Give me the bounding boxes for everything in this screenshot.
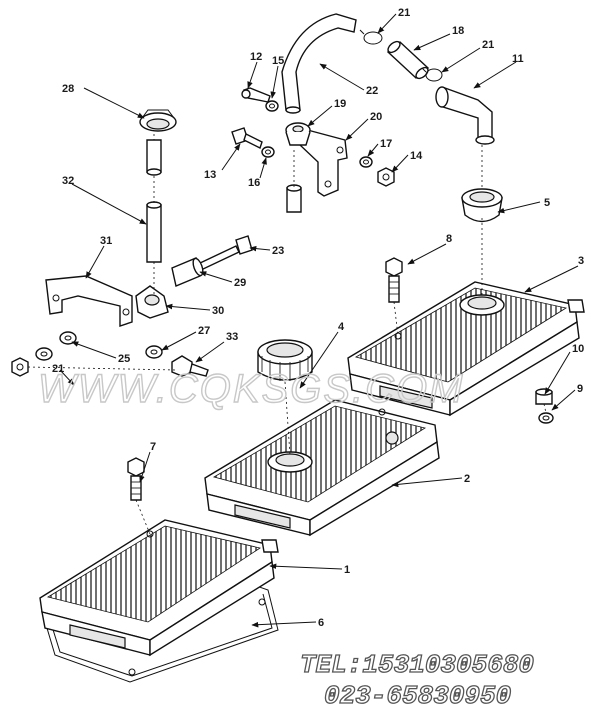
callout-label: 10 [572,343,584,355]
callout-label: 27 [198,325,210,337]
callout-label: 31 [100,235,112,247]
callout-label: 22 [366,85,378,97]
callout-leaders [59,13,579,628]
callout-label: 13 [204,169,216,181]
hose-clamp-upper [359,29,383,45]
callout-label: 3 [578,255,584,267]
washer-27 [145,345,163,359]
tube-clip [285,122,311,146]
callout-label: 11 [512,53,524,65]
callout-label: 28 [62,83,74,95]
callout-label: 21 [398,7,410,19]
hose-clamp-lower [421,67,443,82]
callout-label: 16 [248,177,260,189]
bent-hose [281,13,357,114]
valve-cover-middle [204,399,440,537]
clamp-30 [135,285,169,319]
oil-filler-cap [257,339,313,381]
callout-label: 4 [338,321,345,333]
callout-label: 20 [370,111,382,123]
bolt-7 [127,457,145,501]
callout-label: 6 [318,617,324,629]
callout-label: 14 [410,150,423,162]
nut-left [11,357,29,377]
tube-bracket [299,127,348,197]
callout-label: 21 [482,39,494,51]
washer-16 [261,146,275,158]
hose-32 [146,139,162,263]
washer-9 [538,412,554,424]
breather-elbow [435,86,495,145]
callout-label: 2 [464,473,470,485]
callout-label: 21 [52,363,64,375]
assembly-lines [27,134,547,535]
callout-label: 29 [234,277,246,289]
callout-label: 18 [452,25,464,37]
valve-cover-front [39,519,279,657]
callout-label: 32 [62,175,74,187]
bolt-12 [241,87,271,103]
callout-label: 12 [250,51,262,63]
washer-17 [359,156,373,168]
callout-label: 15 [272,55,284,67]
callout-label: 17 [380,138,392,150]
nut-14 [377,167,395,187]
callout-label: 23 [272,245,284,257]
grommet [461,188,503,223]
bolt-23 [197,235,253,271]
watermark: WWW.CQKSGS.COM [38,367,464,411]
callout-label: 9 [577,383,583,395]
spacer-29 [171,257,204,287]
breather-tube [386,40,430,80]
hose-clamp-28 [139,109,177,132]
bolt-33 [171,355,209,377]
callout-label: 5 [544,197,550,209]
contact-tel: TEL:15310305680 [300,650,534,680]
bracket-31 [45,275,133,327]
callout-label: 19 [334,98,346,110]
contact-phone: 023-65830950 [324,681,511,711]
short-tube [286,184,302,213]
callout-label: 33 [226,331,238,343]
callout-label: 30 [212,305,224,317]
bolt-8 [385,257,403,303]
washer-25 [35,331,77,361]
plug-10 [535,388,553,405]
callout-label: 1 [344,564,350,576]
washer-15 [265,100,279,112]
callout-label: 8 [446,233,452,245]
callout-label: 7 [150,441,156,453]
callout-label: 25 [118,353,130,365]
callout-labels: 1 2 3 4 5 6 7 8 9 10 11 12 13 14 15 16 1… [52,7,584,629]
bolt-13 [231,127,263,149]
